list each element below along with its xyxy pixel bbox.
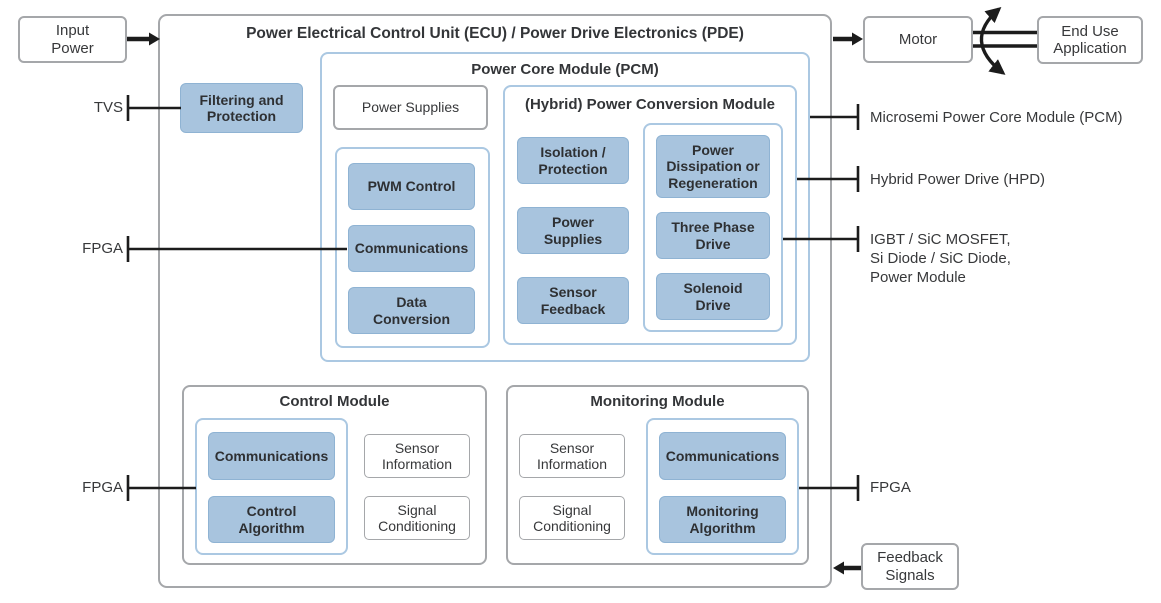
control-sensor-information-label: Sensor Information	[381, 439, 453, 472]
data-conversion-box: Data Conversion	[348, 287, 475, 334]
feedback-arrow-icon	[833, 561, 861, 575]
monitoring-communications-box: Communications	[659, 432, 786, 480]
monitoring-signal-conditioning-box: Signal Conditioning	[519, 496, 625, 540]
pcm-title: Power Core Module (PCM)	[471, 61, 659, 78]
isolation-protection-label: Isolation / Protection	[538, 144, 608, 177]
monitoring-algorithm-label: Monitoring Algorithm	[686, 503, 759, 536]
igbt-label-line1: IGBT / SiC MOSFET,	[870, 231, 1011, 248]
end-use-application-label: End Use Application	[1053, 22, 1127, 57]
control-module-title: Control Module	[279, 393, 390, 410]
input-arrow-icon	[127, 32, 160, 46]
solenoid-drive-box: Solenoid Drive	[656, 273, 770, 320]
input-power-box: Input Power	[18, 16, 127, 63]
pwm-control-label: PWM Control	[367, 178, 456, 195]
microsemi-pcm-label: Microsemi Power Core Module (PCM)	[870, 109, 1123, 126]
feedback-signals-box: Feedback Signals	[861, 543, 959, 590]
sensor-feedback-box: Sensor Feedback	[517, 277, 629, 324]
power-dissipation-label: Power Dissipation or Regeneration	[666, 142, 760, 191]
motor-arrow-icon	[833, 32, 863, 46]
feedback-signals-label: Feedback Signals	[877, 549, 943, 584]
fpga-pcm-label: FPGA	[82, 240, 123, 257]
motor-label: Motor	[898, 30, 938, 48]
motor-box: Motor	[863, 16, 973, 63]
igbt-label: IGBT / SiC MOSFET, Si Diode / SiC Diode,…	[870, 230, 1011, 287]
data-conversion-label: Data Conversion	[372, 294, 450, 327]
hybrid-power-supplies-label: Power Supplies	[543, 214, 603, 247]
three-phase-drive-box: Three Phase Drive	[656, 212, 770, 259]
filtering-protection-label: Filtering and Protection	[199, 91, 284, 124]
solenoid-drive-label: Solenoid Drive	[683, 280, 743, 313]
motor-coupling-lines	[973, 30, 1037, 48]
fpga-monitoring-label: FPGA	[870, 479, 911, 496]
pcm-power-supplies-box: Power Supplies	[333, 85, 488, 130]
control-communications-label: Communications	[214, 447, 329, 464]
tvs-label: TVS	[93, 99, 123, 116]
input-power-label: Input Power	[51, 22, 94, 57]
monitoring-module-title: Monitoring Module	[590, 393, 725, 410]
fpga-control-label: FPGA	[82, 479, 123, 496]
rotation-arrow-icon	[979, 6, 1006, 75]
hpd-label: Hybrid Power Drive (HPD)	[870, 171, 1046, 188]
pcm-power-supplies-label: Power Supplies	[361, 99, 460, 116]
control-sensor-information-box: Sensor Information	[364, 434, 470, 478]
control-communications-box: Communications	[208, 432, 335, 480]
pcm-communications-box: Communications	[348, 225, 475, 272]
control-signal-conditioning-box: Signal Conditioning	[364, 496, 470, 540]
control-algorithm-box: Control Algorithm	[208, 496, 335, 543]
sensor-feedback-label: Sensor Feedback	[540, 284, 606, 317]
ecu-title: Power Electrical Control Unit (ECU) / Po…	[246, 25, 744, 42]
igbt-label-line3: Power Module	[870, 269, 966, 286]
monitoring-communications-label: Communications	[665, 447, 780, 464]
hybrid-power-supplies-box: Power Supplies	[517, 207, 629, 254]
igbt-label-line2: Si Diode / SiC Diode,	[870, 250, 1011, 267]
filtering-protection-box: Filtering and Protection	[180, 83, 303, 133]
control-signal-conditioning-label: Signal Conditioning	[378, 501, 456, 534]
three-phase-drive-label: Three Phase Drive	[671, 219, 755, 252]
power-dissipation-box: Power Dissipation or Regeneration	[656, 135, 770, 198]
end-use-application-box: End Use Application	[1037, 16, 1143, 64]
pwm-control-box: PWM Control	[348, 163, 475, 210]
monitoring-sensor-information-label: Sensor Information	[536, 439, 608, 472]
control-algorithm-label: Control Algorithm	[238, 503, 305, 536]
hybrid-power-conversion-module-title: (Hybrid) Power Conversion Module	[524, 96, 776, 113]
monitoring-sensor-information-box: Sensor Information	[519, 434, 625, 478]
pcm-communications-label: Communications	[354, 240, 469, 257]
monitoring-signal-conditioning-label: Signal Conditioning	[533, 501, 611, 534]
isolation-protection-box: Isolation / Protection	[517, 137, 629, 184]
monitoring-algorithm-box: Monitoring Algorithm	[659, 496, 786, 543]
